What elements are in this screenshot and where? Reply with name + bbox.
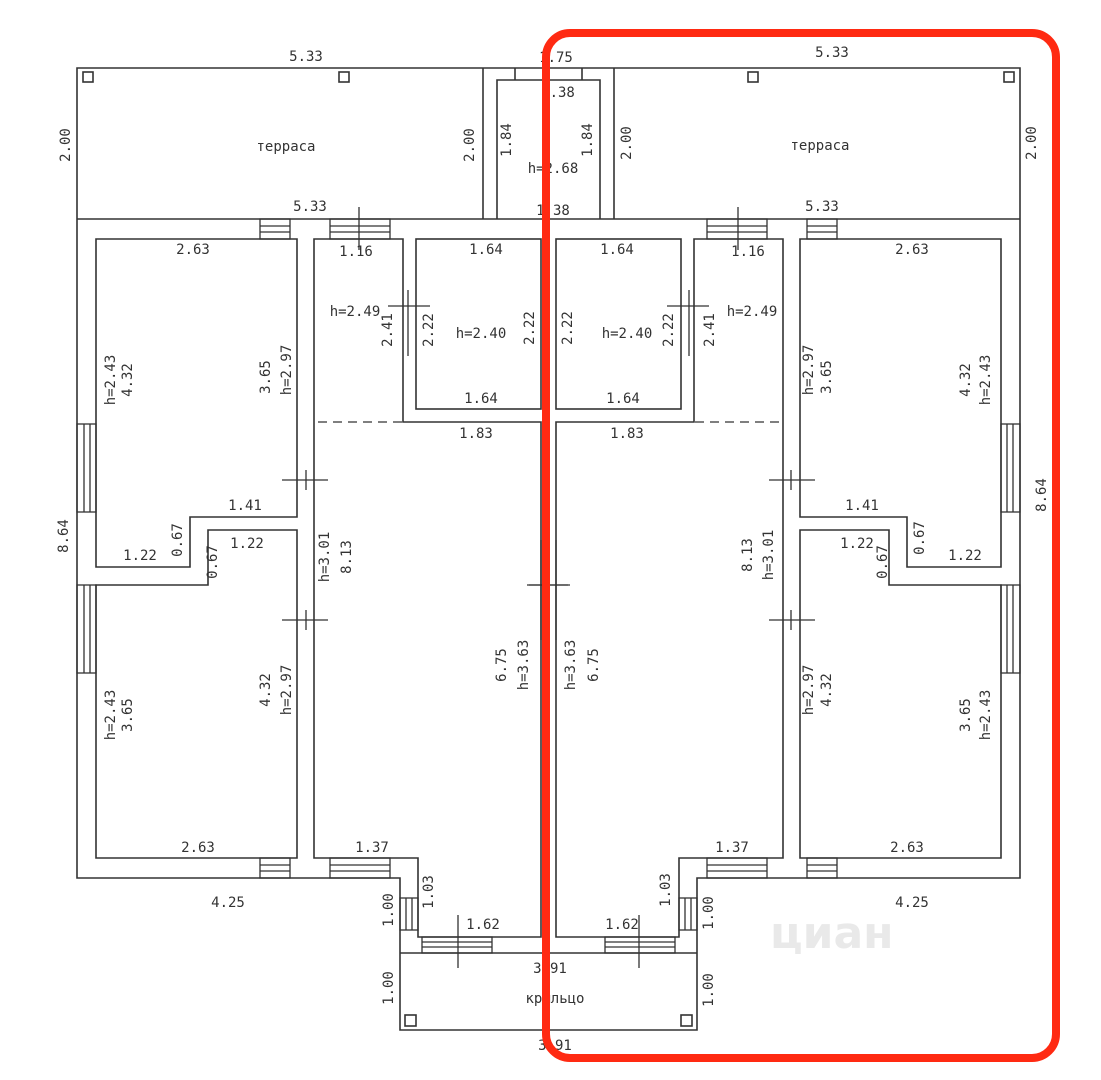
- dimension-label: 1.22: [840, 536, 874, 552]
- dimension-label: 2.63: [176, 242, 210, 258]
- dimension-label: h=2.68: [528, 161, 579, 177]
- dimension-label: 1.00: [381, 971, 397, 1005]
- dimension-label: 2.63: [890, 840, 924, 856]
- dimension-label: 8.13: [740, 538, 756, 572]
- dimension-label: 1.38: [536, 203, 570, 219]
- dimension-label: h=3.01: [761, 530, 777, 581]
- dimension-label: 1.37: [355, 840, 389, 856]
- dimension-label: 2.00: [462, 128, 478, 162]
- dimension-label: h=2.97: [279, 665, 295, 716]
- dimension-label: 2.00: [619, 126, 635, 160]
- dimension-label: 0.67: [170, 523, 186, 557]
- outer-wall: [76, 67, 549, 1031]
- dimension-label: 1.16: [339, 244, 373, 260]
- dimension-label: 0.67: [875, 545, 891, 579]
- dimension-label: 8.64: [1034, 478, 1050, 512]
- dimension-label: 1.00: [701, 973, 717, 1007]
- window: [76, 218, 493, 954]
- dimension-label: 4.32: [258, 673, 274, 707]
- dimension-label: 2.00: [1024, 126, 1040, 160]
- dimension-label: 2.00: [58, 128, 74, 162]
- room-label: терраса: [256, 139, 315, 155]
- dimension-label: h=2.97: [801, 345, 817, 396]
- dimension-label: 4.32: [819, 673, 835, 707]
- door-marks: [282, 207, 568, 968]
- dimension-label: 1.22: [123, 548, 157, 564]
- dimension-label: 1.00: [381, 893, 397, 927]
- dimension-label: h=3.63: [516, 640, 532, 691]
- dimension-label: 4.32: [958, 363, 974, 397]
- dimension-label: 3.65: [120, 698, 136, 732]
- dimension-label: h=2.43: [978, 355, 994, 406]
- dimension-label: 1.64: [464, 391, 498, 407]
- dimension-label: 8.13: [339, 540, 355, 574]
- dimension-label: 3.65: [258, 360, 274, 394]
- dimension-label: h=2.43: [978, 690, 994, 741]
- dimension-label: 5.33: [815, 45, 849, 61]
- dimension-label: 4.25: [895, 895, 929, 911]
- dimension-label: 1.83: [610, 426, 644, 442]
- dimension-label: 1.22: [230, 536, 264, 552]
- highlight-frame: [542, 29, 1060, 1062]
- dimension-label: 1.64: [600, 242, 634, 258]
- dimension-label: h=2.49: [330, 304, 381, 320]
- dimension-label: 2.63: [181, 840, 215, 856]
- dimension-label: 1.64: [606, 391, 640, 407]
- dimension-label: 1.00: [701, 896, 717, 930]
- dimension-label: 6.75: [494, 648, 510, 682]
- dimension-label: h=2.97: [801, 665, 817, 716]
- dimension-label: h=2.43: [103, 355, 119, 406]
- dimension-label: 5.33: [289, 49, 323, 65]
- dimension-label: 2.22: [560, 311, 576, 345]
- dimension-label: 1.37: [715, 840, 749, 856]
- dimension-label: 8.64: [56, 519, 72, 553]
- dimension-label: 1.84: [499, 123, 515, 157]
- dimension-label: 1.03: [658, 873, 674, 907]
- dimension-label: 3.65: [958, 698, 974, 732]
- dimension-label: 2.41: [702, 313, 718, 347]
- dimension-label: 5.33: [293, 199, 327, 215]
- vestibule-inner-wall: [496, 79, 549, 219]
- post: [338, 71, 350, 83]
- dimension-label: 2.22: [661, 313, 677, 347]
- room-label: терраса: [790, 138, 849, 154]
- dimension-label: 2.22: [421, 313, 437, 347]
- room-label: крыльцо: [525, 991, 584, 1007]
- dimension-label: 2.63: [895, 242, 929, 258]
- dimension-label: 1.41: [228, 498, 262, 514]
- dimension-label: 3.65: [819, 360, 835, 394]
- post: [404, 1014, 417, 1027]
- post: [82, 71, 94, 83]
- dimension-label: h=3.63: [563, 640, 579, 691]
- dimension-label: h=2.43: [103, 690, 119, 741]
- dimension-label: 6.75: [586, 648, 602, 682]
- dimension-label: 1.16: [731, 244, 765, 260]
- dimension-label: h=3.01: [317, 532, 333, 583]
- dimension-label: 1.62: [605, 917, 639, 933]
- dimension-label: 1.84: [580, 123, 596, 157]
- dimension-label: 5.33: [805, 199, 839, 215]
- plan-left-half: [76, 67, 568, 1031]
- bedroom-1: [95, 238, 298, 568]
- dimension-label: h=2.40: [456, 326, 507, 342]
- dimension-label: 1.22: [948, 548, 982, 564]
- dimension-label: 1.62: [466, 917, 500, 933]
- dimension-label: 0.67: [912, 521, 928, 555]
- dimension-label: 1.64: [469, 242, 503, 258]
- dimension-label: 0.67: [205, 545, 221, 579]
- dimension-label: 4.25: [211, 895, 245, 911]
- bathroom: [415, 238, 542, 410]
- dimension-label: 4.32: [120, 363, 136, 397]
- watermark-logo: циан: [770, 908, 894, 959]
- dimension-label: 1.83: [459, 426, 493, 442]
- dimension-label: h=2.49: [727, 304, 778, 320]
- dimension-label: 1.03: [421, 875, 437, 909]
- bedroom-2: [95, 529, 298, 859]
- dimension-label: 2.41: [380, 313, 396, 347]
- dimension-label: h=2.40: [602, 326, 653, 342]
- dimension-label: h=2.97: [279, 345, 295, 396]
- dimension-label: 2.22: [522, 311, 538, 345]
- dimension-label: 1.41: [845, 498, 879, 514]
